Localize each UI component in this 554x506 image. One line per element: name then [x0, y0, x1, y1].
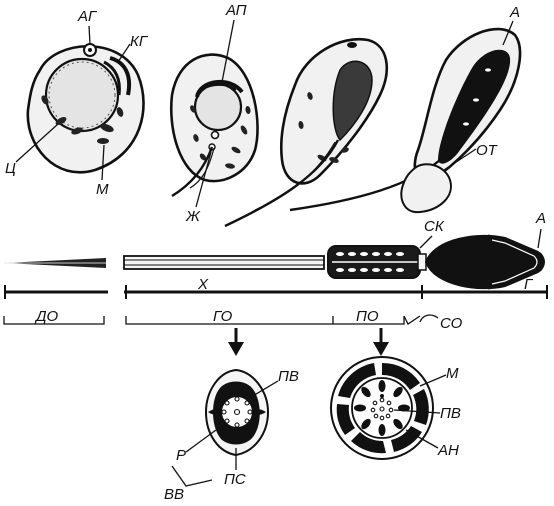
leader-m-right [419, 374, 447, 387]
leader-ts [15, 123, 59, 163]
tail-principal-piece [123, 255, 325, 270]
cross-section-middle-piece [330, 356, 434, 460]
nucleus [332, 60, 373, 142]
label-a-mid: А [535, 210, 546, 227]
leader-sk [419, 235, 433, 249]
nucleus [44, 57, 120, 133]
stage3-spermatid-cell [224, 37, 388, 228]
label-zh: Ж [185, 208, 201, 225]
label-go: ГО [213, 308, 233, 325]
leader-a-top [502, 20, 514, 46]
label-ps: ПС [224, 471, 246, 488]
mitochondria-ring [336, 362, 429, 454]
label-ap: АП [225, 2, 247, 19]
label-m-right: М [446, 365, 459, 382]
label-vv: ВВ [164, 486, 184, 503]
label-m-top: М [96, 181, 109, 198]
residual-body [400, 163, 452, 214]
axoneme-center [370, 397, 394, 421]
label-an: АН [437, 442, 459, 459]
axoneme-doublets [221, 396, 253, 428]
acrosomal-cap [195, 79, 244, 98]
leader-m-top [101, 144, 105, 181]
label-x: Х [197, 276, 209, 293]
leader-pv-left [245, 380, 279, 401]
leader-pv-right [393, 409, 441, 414]
label-g: Г [524, 276, 534, 293]
label-po: ПО [356, 308, 379, 325]
label-r: Р [176, 447, 186, 464]
label-ag: АГ [77, 8, 98, 25]
leader-ag [88, 25, 91, 45]
leader-zh [195, 151, 212, 208]
nucleus [438, 49, 511, 164]
label-ts: Ц [5, 160, 16, 177]
label-so: СО [440, 315, 463, 332]
leader-kg [117, 43, 131, 63]
label-pv-right: ПВ [440, 405, 461, 422]
acrosome [487, 234, 545, 290]
golgi-complex [109, 56, 131, 96]
arrow-to-middle-section [373, 328, 389, 356]
cross-section-principal-piece [204, 368, 270, 457]
flagellum [171, 146, 214, 198]
neck [417, 253, 427, 271]
leader-vv [171, 465, 213, 487]
label-sk: СК [424, 218, 445, 235]
label-kg: КГ [130, 33, 149, 50]
leader-a-mid [537, 228, 542, 249]
leader-ot [443, 148, 477, 171]
label-a-top: А [509, 4, 520, 21]
leader-r [185, 429, 217, 453]
division-bars [3, 285, 548, 325]
arrow-to-principal-section [228, 328, 244, 356]
leader-so [419, 314, 439, 323]
stage1-spermatid-cell [26, 43, 145, 174]
label-pv-left: ПВ [278, 368, 299, 385]
label-do: ДО [34, 308, 59, 325]
label-ot: ОТ [476, 142, 499, 159]
outer-dense-fibers [354, 380, 410, 436]
leader-ap [221, 19, 235, 83]
leader-an [405, 429, 439, 449]
mitochondrial-sheath [336, 252, 404, 272]
stage2-spermatid-cell [170, 53, 259, 198]
mature-spermatozoon [4, 234, 545, 290]
